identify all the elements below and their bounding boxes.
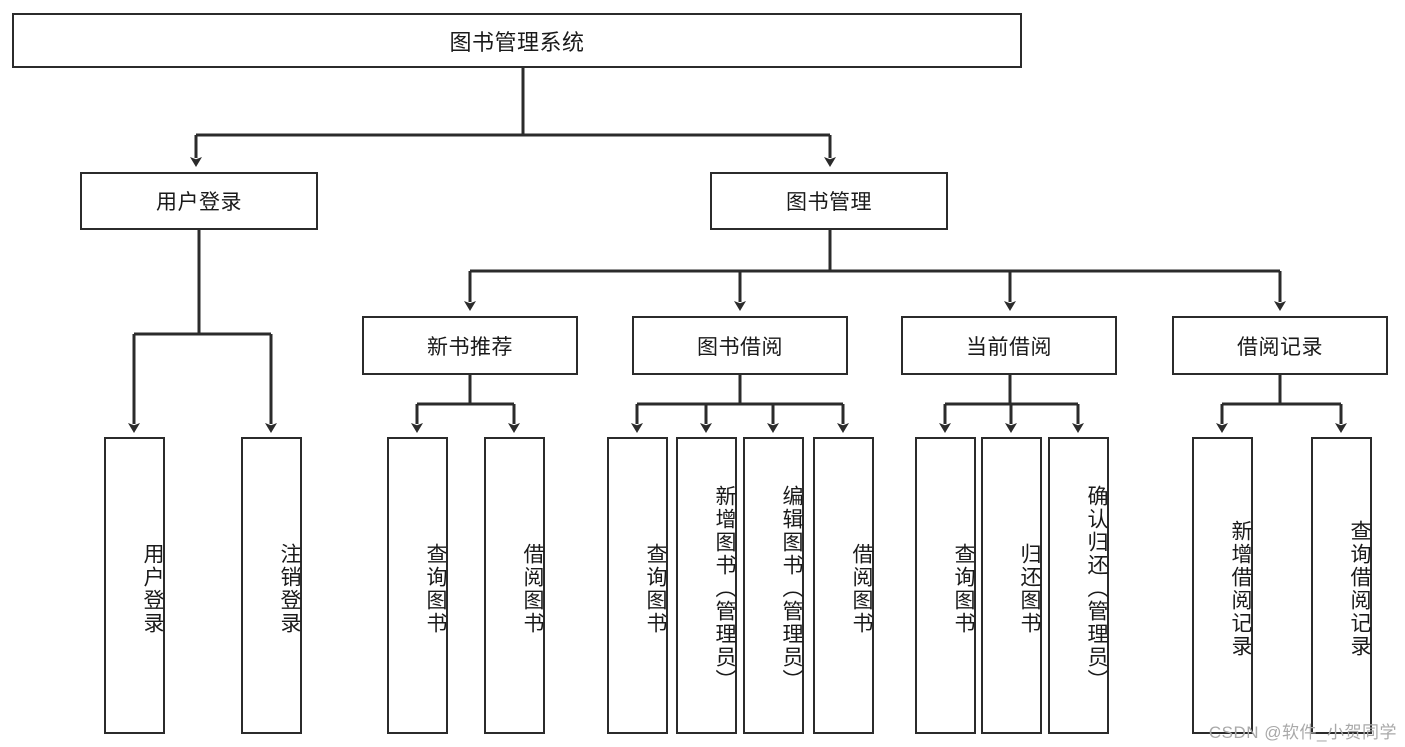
leaf-label: 归还图书 [1018,542,1041,635]
node-current-borrow-label: 当前借阅 [966,335,1052,359]
node-user-login[interactable]: 用户登录 [80,172,318,230]
leaf-label: 确认归还（管理员） [1085,485,1108,692]
leaf-label: 查询借阅记录 [1348,519,1371,658]
node-book-borrow[interactable]: 图书借阅 [632,316,848,375]
node-leaf-bookborrow-edit-book[interactable]: 编辑图书（管理员） [743,437,804,734]
node-leaf-borrowrecord-add-record[interactable]: 新增借阅记录 [1192,437,1253,734]
leaf-label: 查询图书 [952,542,975,635]
node-leaf-user-login-logout[interactable]: 注销登录 [241,437,302,734]
node-root[interactable]: 图书管理系统 [12,13,1022,68]
node-root-label: 图书管理系统 [449,29,585,55]
node-leaf-currentborrow-confirm-return[interactable]: 确认归还（管理员） [1048,437,1109,734]
node-leaf-bookborrow-borrow-book[interactable]: 借阅图书 [813,437,874,734]
node-new-book-recommend-label: 新书推荐 [427,335,513,359]
node-book-management[interactable]: 图书管理 [710,172,948,230]
node-leaf-newbook-query-book[interactable]: 查询图书 [387,437,448,734]
node-borrow-record-label: 借阅记录 [1237,335,1323,359]
node-leaf-user-login-login[interactable]: 用户登录 [104,437,165,734]
node-leaf-bookborrow-query-book[interactable]: 查询图书 [607,437,668,734]
node-book-borrow-label: 图书借阅 [697,335,783,359]
leaf-label: 新增借阅记录 [1229,519,1252,658]
leaf-label: 新增图书（管理员） [713,485,736,692]
leaf-label: 查询图书 [424,542,447,635]
leaf-label: 借阅图书 [521,542,544,635]
node-leaf-borrowrecord-query-record[interactable]: 查询借阅记录 [1311,437,1372,734]
leaf-label: 用户登录 [141,542,164,635]
node-new-book-recommend[interactable]: 新书推荐 [362,316,578,375]
leaf-label: 编辑图书（管理员） [780,485,803,692]
node-leaf-currentborrow-query-book[interactable]: 查询图书 [915,437,976,734]
node-user-login-label: 用户登录 [156,191,242,214]
node-leaf-newbook-borrow-book[interactable]: 借阅图书 [484,437,545,734]
node-borrow-record[interactable]: 借阅记录 [1172,316,1388,375]
node-book-management-label: 图书管理 [786,191,872,214]
node-leaf-currentborrow-return-book[interactable]: 归还图书 [981,437,1042,734]
watermark: CSDN @软件_小贺同学 [1208,723,1397,742]
node-leaf-bookborrow-add-book[interactable]: 新增图书（管理员） [676,437,737,734]
node-current-borrow[interactable]: 当前借阅 [901,316,1117,375]
leaf-label: 借阅图书 [850,542,873,635]
leaf-label: 注销登录 [278,542,301,635]
leaf-label: 查询图书 [644,542,667,635]
